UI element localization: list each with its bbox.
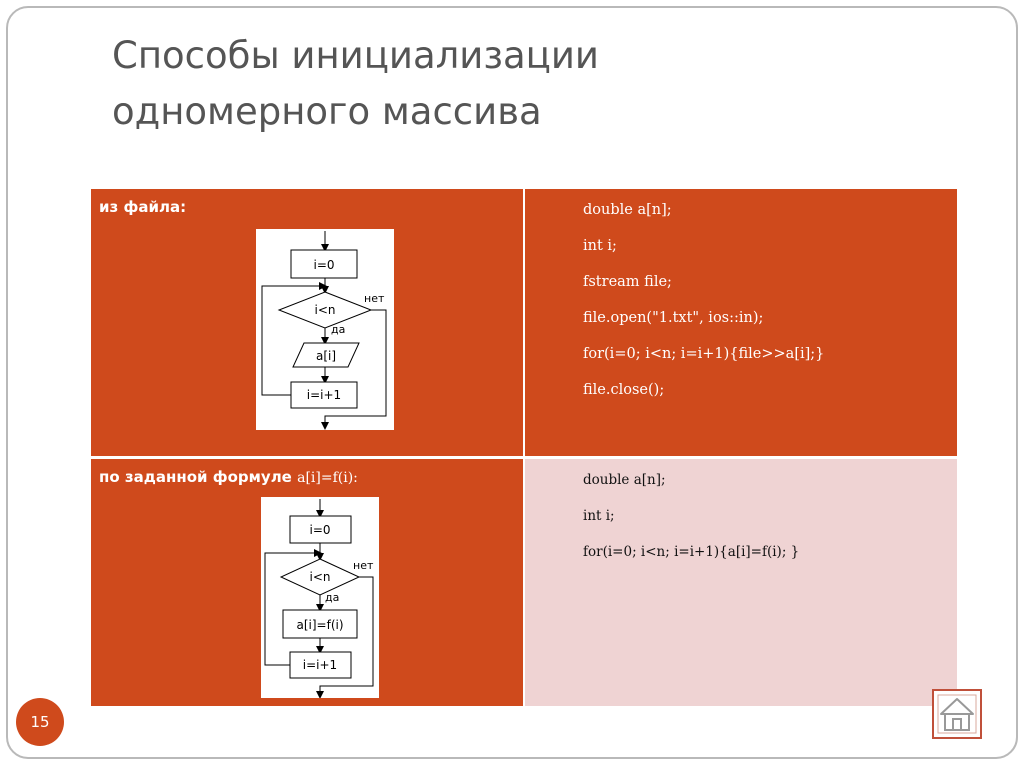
file-fc-action-text: a[i] bbox=[316, 349, 336, 363]
title-line-1: Способы инициализации bbox=[112, 34, 599, 77]
formula-fc-yes-label: да bbox=[325, 591, 339, 604]
file-fc-init-block bbox=[290, 249, 358, 279]
file-fc-no-label: нет bbox=[364, 292, 385, 305]
formula-fc-step-text: i=i+1 bbox=[303, 658, 337, 672]
file-method-cell: из файла: i=0 i<n нет да a[i] i=i+1 bbox=[91, 189, 523, 456]
file-fc-condition-text: i<n bbox=[315, 303, 336, 317]
code-line: file.open("1.txt", ios::in); bbox=[583, 310, 764, 326]
code-line: for(i=0; i<n; i=i+1){a[i]=f(i); } bbox=[583, 544, 800, 560]
formula-fc-condition-text: i<n bbox=[310, 570, 331, 584]
code-line: int i; bbox=[583, 238, 617, 254]
file-fc-init-text: i=0 bbox=[313, 258, 334, 272]
title-line-2: одномерного массива bbox=[112, 90, 542, 133]
code-line: fstream file; bbox=[583, 274, 672, 290]
file-flowchart: i=0 i<n нет да a[i] i=i+1 bbox=[256, 229, 394, 430]
code-line: double a[n]; bbox=[583, 472, 666, 488]
home-button[interactable] bbox=[932, 689, 982, 739]
slide-title: Способы инициализации одномерного массив… bbox=[112, 28, 912, 140]
formula-fc-init-text: i=0 bbox=[309, 523, 330, 537]
formula-method-cell: по заданной формуле a[i]=f(i): i=0 i<n н… bbox=[91, 459, 523, 706]
code-line: int i; bbox=[583, 508, 615, 524]
file-code-cell: double a[n]; int i; fstream file; file.o… bbox=[525, 189, 957, 456]
formula-fc-action-text: a[i]=f(i) bbox=[296, 618, 343, 632]
formula-method-label: по заданной формуле a[i]=f(i): bbox=[99, 468, 358, 486]
file-fc-yes-label: да bbox=[331, 323, 345, 336]
file-method-label: из файла: bbox=[99, 198, 187, 216]
formula-method-label-formula: a[i]=f(i): bbox=[297, 470, 358, 486]
file-fc-step-block bbox=[290, 381, 358, 409]
formula-flowchart: i=0 i<n нет да a[i]=f(i) i=i+1 bbox=[261, 497, 379, 698]
file-fc-step-text: i=i+1 bbox=[307, 388, 341, 402]
home-icon bbox=[937, 694, 977, 734]
code-line: double a[n]; bbox=[583, 202, 672, 218]
code-line: file.close(); bbox=[583, 382, 665, 398]
formula-method-label-text: по заданной формуле bbox=[99, 468, 292, 486]
file-fc-action-block bbox=[292, 342, 360, 368]
formula-fc-no-label: нет bbox=[353, 559, 374, 572]
code-line: for(i=0; i<n; i=i+1){file>>a[i];} bbox=[583, 346, 825, 362]
formula-fc-init-block bbox=[289, 515, 352, 544]
file-code-block: double a[n]; int i; fstream file; file.o… bbox=[583, 199, 824, 415]
formula-code-block: double a[n]; int i; for(i=0; i<n; i=i+1)… bbox=[583, 469, 799, 577]
page-number-badge: 15 bbox=[16, 698, 64, 746]
formula-code-cell: double a[n]; int i; for(i=0; i<n; i=i+1)… bbox=[525, 459, 957, 706]
